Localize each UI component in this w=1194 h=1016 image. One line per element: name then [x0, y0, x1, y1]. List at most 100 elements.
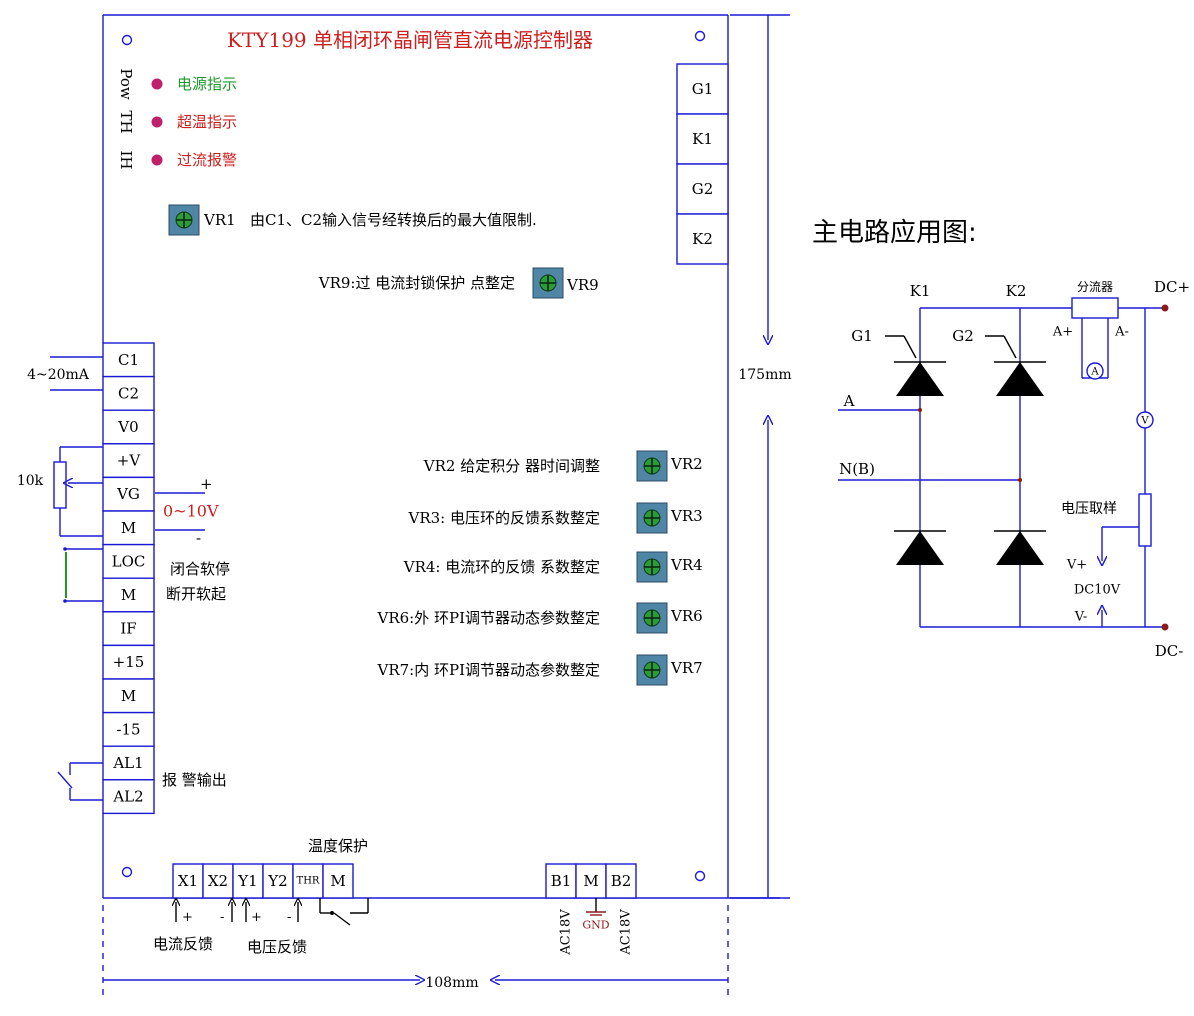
svg-text:-: - [287, 910, 291, 925]
led-indicator-icon [151, 154, 163, 166]
left-terminal-cell [102, 409, 155, 445]
diode-right-icon [994, 530, 1046, 565]
current-input-label: 4~20mA [27, 367, 90, 383]
resistor-icon [53, 461, 67, 509]
left-terminal-label-8: IF [120, 620, 136, 638]
dc-plus-label: DC+ [1154, 278, 1190, 296]
dc-minus-terminal-icon [1161, 623, 1169, 631]
bottom-right-terminal-cell [605, 863, 637, 899]
left-terminal-cell [102, 644, 155, 680]
g2-label: G2 [952, 327, 974, 345]
left-terminal-cell [102, 342, 155, 378]
pot-vr9-desc: VR9:过 电流封锁保护 点整定 [318, 274, 515, 292]
bottom-right-terminal-label-1: M [583, 872, 598, 890]
pot-side-label-1: VR3 [670, 507, 703, 525]
left-terminal-cell [102, 678, 155, 714]
hole-icon [694, 30, 706, 42]
pot-vr2-icon[interactable] [636, 450, 668, 482]
left-terminal-label-9: +15 [113, 653, 145, 671]
bottom-terminal-cell [322, 863, 354, 899]
left-terminal-label-6: LOC [112, 552, 146, 570]
right-terminal-cell [676, 63, 729, 115]
v-minus-label: V- [1074, 610, 1088, 625]
phase-n-label: N(B) [839, 460, 875, 478]
height-dimension: 175mm [738, 367, 791, 383]
g1-label: G1 [851, 327, 873, 345]
dc10v-label: DC10V [1074, 583, 1121, 598]
dc-plus-terminal-icon [1161, 304, 1169, 312]
bottom-external-wiring: 温度保护 + - + - 电流反馈 电压反馈 AC18V GND AC18V [153, 837, 634, 956]
right-terminal-cell [676, 213, 729, 265]
ammeter-label: A [1090, 367, 1099, 378]
bottom-terminal-cell [262, 863, 294, 899]
bottom-terminal-cell [172, 863, 204, 899]
left-terminal-label-5: M [121, 519, 136, 537]
board-title: KTY199 单相闭环晶闸管直流电源控制器 [227, 28, 593, 52]
a-plus-label: A+ [1052, 325, 1073, 340]
bottom-right-terminal-cell [545, 863, 577, 899]
bottom-terminal-cell [202, 863, 234, 899]
main-circuit: 主电路应用图: DC+ DC- [812, 218, 1190, 660]
bottom-terminal-label-3: Y2 [267, 872, 287, 890]
thyristor-k1-icon [885, 335, 946, 396]
led-code-2: IH [117, 150, 135, 169]
voltage-range-label: 0~10V [163, 502, 219, 521]
left-external-wiring: 4~20mA 10k + 0~10V - 闭合软停 断开软起 报 警输出 [17, 356, 230, 801]
diode-left-icon [894, 530, 946, 565]
pot-side-desc-2: VR4: 电流环的反馈 系数整定 [403, 558, 600, 576]
led-code-0: Pow [117, 68, 135, 100]
left-terminal-label-13: AL2 [112, 788, 143, 806]
left-terminal-label-11: -15 [116, 720, 140, 738]
left-terminal-cell [102, 745, 155, 781]
led-code-1: TH [117, 110, 135, 133]
bottom-terminal-label-0: X1 [178, 872, 198, 890]
pot-vr1-desc: 由C1、C2输入信号经转换后的最大值限制. [250, 211, 537, 229]
right-terminal-label-2: G2 [692, 180, 714, 198]
led-label-0: 电源指示 [177, 75, 237, 93]
svg-text:+: + [182, 910, 193, 925]
a-minus-label: A- [1114, 325, 1129, 340]
k2-label: K2 [1006, 282, 1027, 300]
ammeter-icon [1086, 362, 1104, 380]
bottom-terminal-label-1: X2 [208, 872, 228, 890]
left-terminal-cell [102, 443, 155, 479]
left-terminal-label-12: AL1 [112, 754, 143, 772]
left-terminal-label-7: M [121, 586, 136, 604]
left-terminal-cell [102, 711, 155, 747]
loc-open-label: 断开软起 [166, 585, 226, 603]
bottom-terminal-label-5: M [330, 872, 345, 890]
left-terminal-label-0: C1 [118, 351, 139, 369]
hole-icon [121, 34, 133, 46]
overtemp-label: 温度保护 [308, 837, 368, 855]
bottom-right-terminal-cell [575, 863, 607, 899]
bottom-right-terminal-label-0: B1 [551, 872, 572, 890]
left-terminal-cell [102, 543, 155, 579]
shunt-label: 分流器 [1077, 280, 1113, 294]
voltage-feedback-label: 电压反馈 [247, 938, 307, 956]
led-indicator-icon [151, 116, 163, 128]
svg-text:-: - [220, 910, 224, 925]
minus-sign: - [196, 529, 201, 547]
dimensions: 108mm 175mm [103, 15, 792, 991]
pot-side-desc-3: VR6:外 环PI调节器动态参数整定 [376, 609, 600, 627]
pot-vr9-label: VR9 [566, 276, 599, 294]
right-terminal-label-3: K2 [692, 230, 713, 248]
shunt-icon [1071, 297, 1119, 319]
led-label-2: 过流报警 [177, 151, 237, 169]
pot-side-label-3: VR6 [670, 607, 703, 625]
current-feedback-label: 电流反馈 [153, 935, 213, 953]
left-terminal-cell [102, 779, 155, 815]
pot-side-label-2: VR4 [670, 556, 703, 574]
bottom-terminal-label-4: THR [297, 876, 320, 887]
pot-side-label-0: VR2 [670, 455, 703, 473]
phase-a-label: A [843, 392, 855, 410]
mounting-holes [121, 30, 706, 882]
k1-label: K1 [910, 282, 931, 300]
left-terminal-cell [102, 611, 155, 647]
led-label-1: 超温指示 [177, 113, 237, 131]
led-indicators: Pow 电源指示 TH 超温指示 IH 过流报警 [117, 68, 237, 169]
ac18v-left-label: AC18V [559, 909, 574, 956]
